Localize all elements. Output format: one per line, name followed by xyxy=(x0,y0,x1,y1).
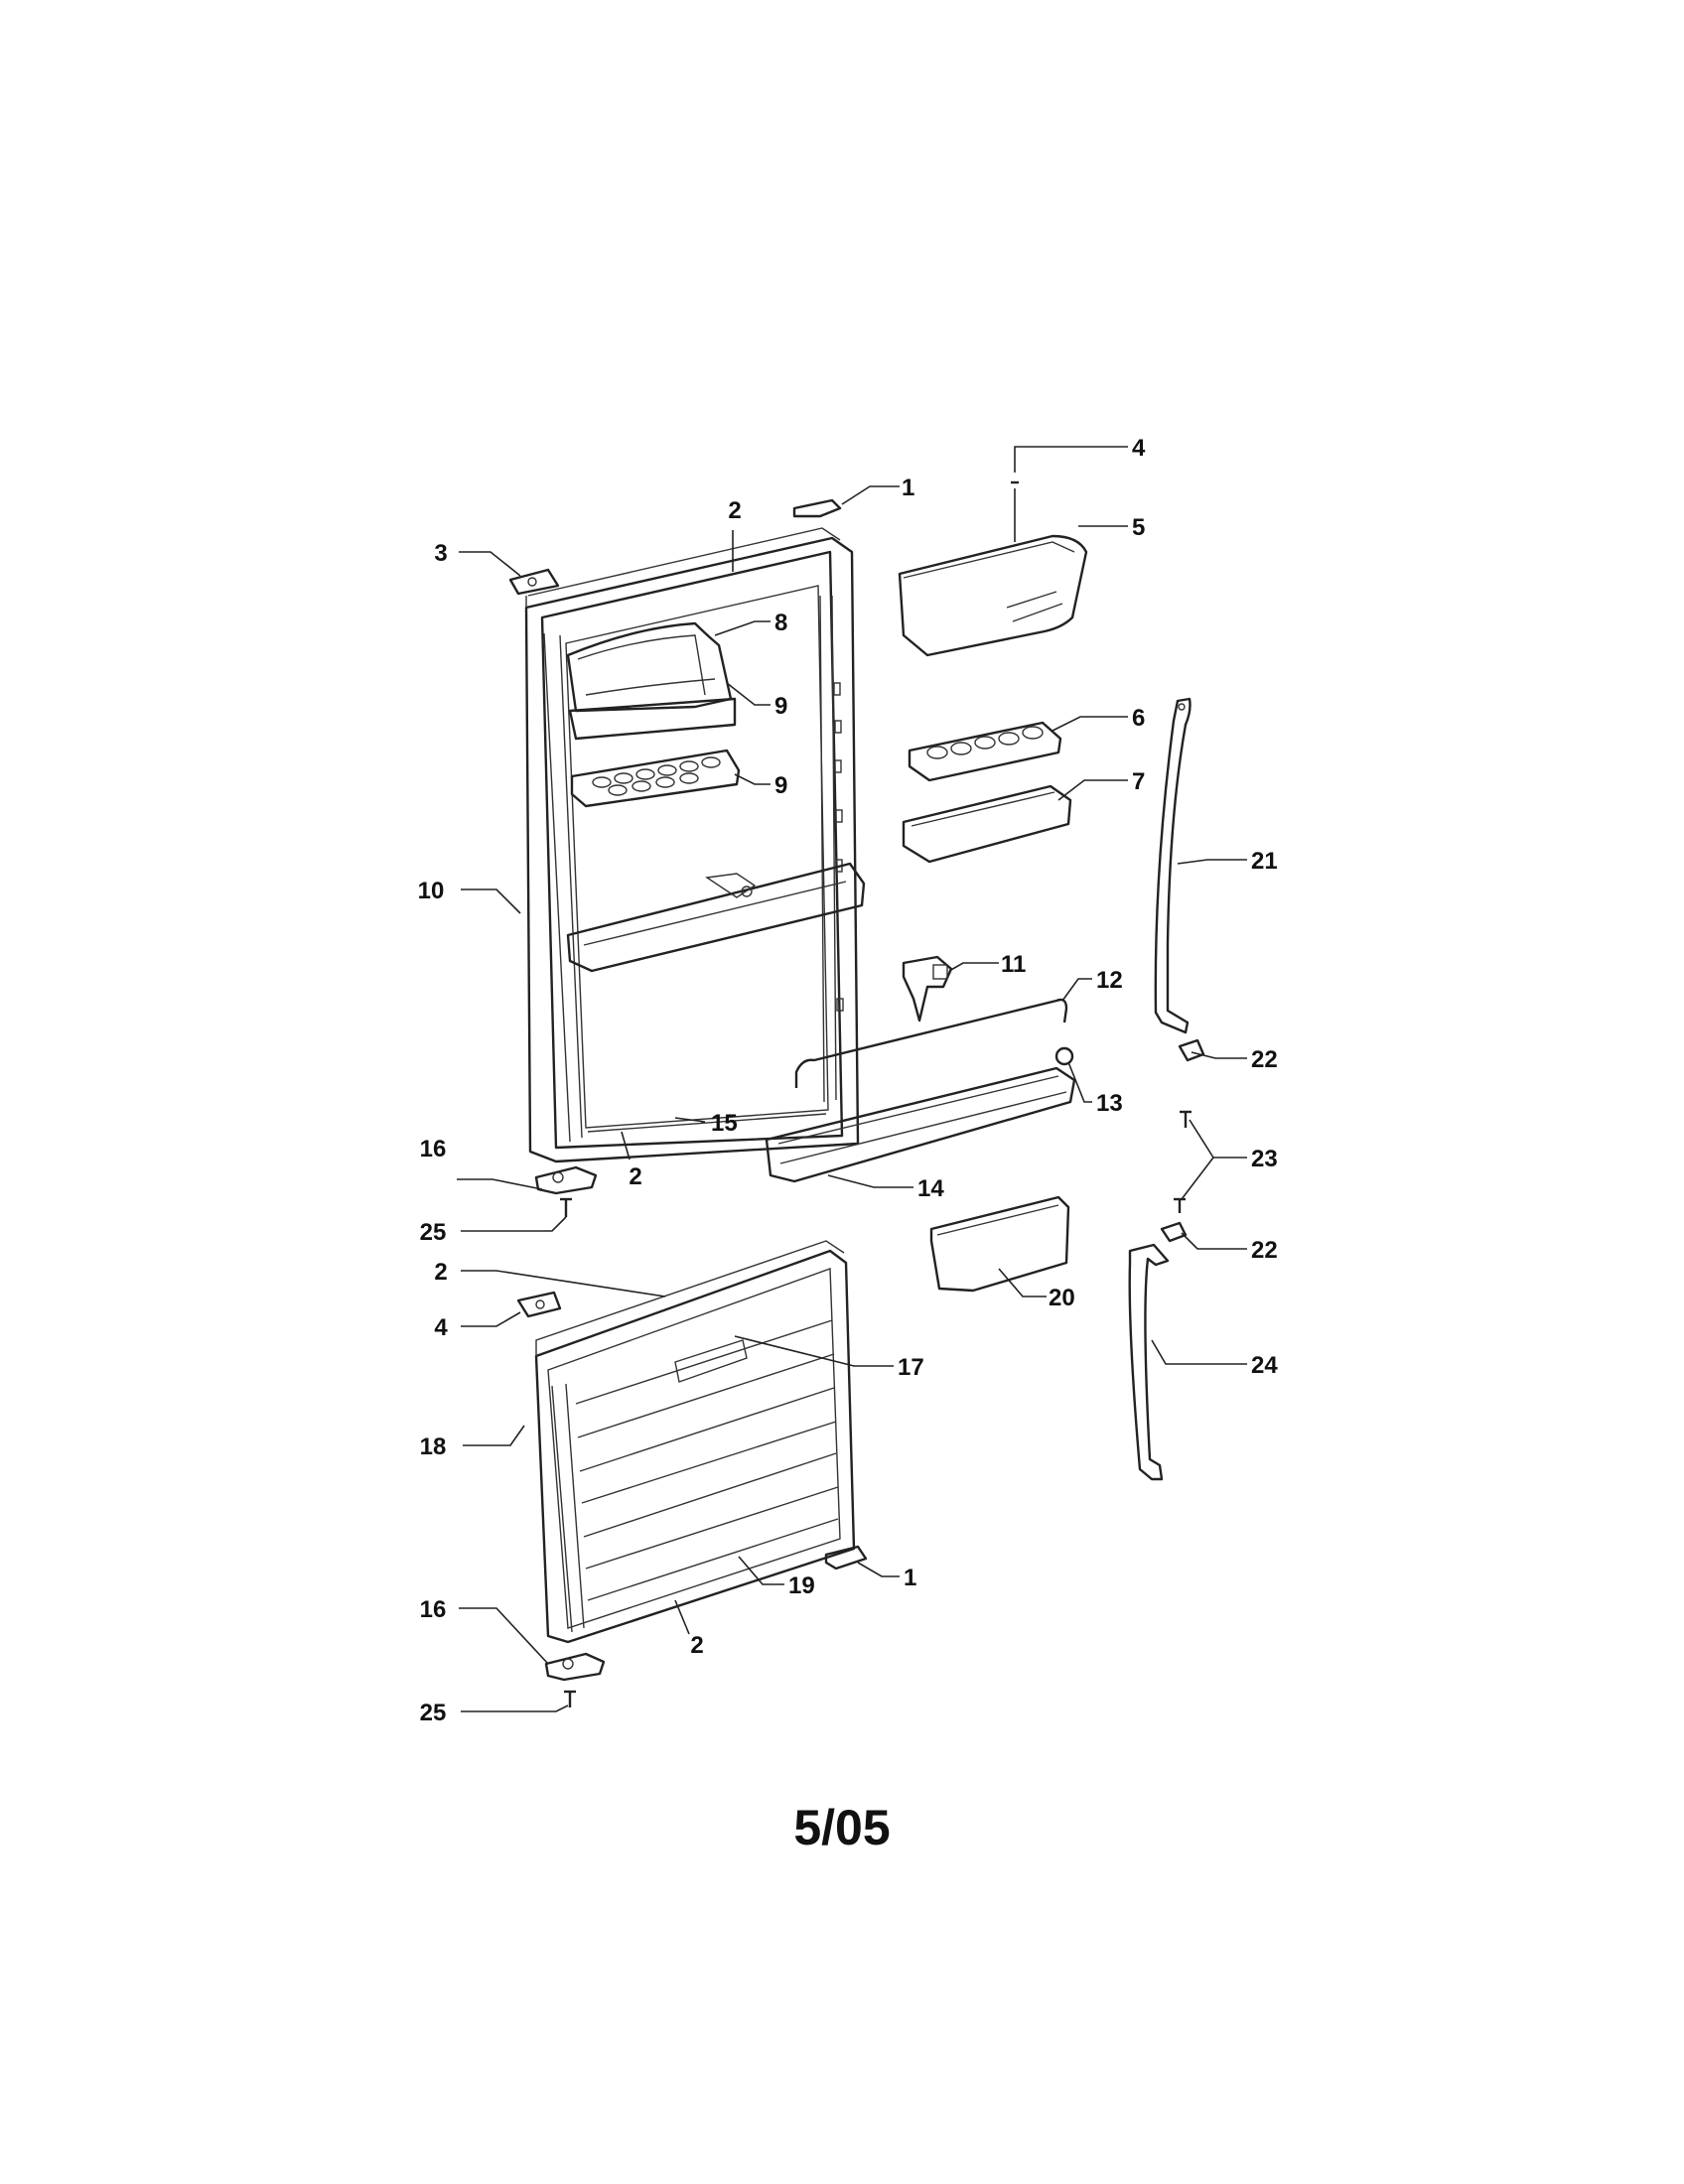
door-egg-tray xyxy=(570,749,741,808)
callout-25b: 25 xyxy=(420,1700,447,1726)
end-cap xyxy=(1054,1046,1074,1066)
handle-clip-lower xyxy=(1160,1221,1188,1243)
callout-2-freezer: 2 xyxy=(434,1259,447,1286)
callout-24: 24 xyxy=(1251,1352,1278,1379)
callout-15: 15 xyxy=(711,1110,738,1137)
bottom-hinge-lower xyxy=(544,1652,606,1682)
hinge-cap-bottom xyxy=(824,1545,868,1570)
bottle-retainer-wire xyxy=(794,998,1068,1088)
dairy-compartment-cover xyxy=(898,534,1088,657)
callout-2-mid: 2 xyxy=(629,1163,641,1190)
callout-18: 18 xyxy=(420,1433,447,1460)
freezer-door xyxy=(534,1240,856,1644)
callout-8: 8 xyxy=(774,610,787,636)
callout-7: 7 xyxy=(1132,768,1145,795)
callout-19: 19 xyxy=(788,1572,815,1599)
top-hinge-left xyxy=(508,568,560,596)
small-bin xyxy=(929,1195,1070,1293)
egg-tray xyxy=(908,721,1062,782)
callout-17: 17 xyxy=(898,1354,924,1381)
bottom-hinge-upper xyxy=(534,1165,598,1195)
callout-13: 13 xyxy=(1096,1090,1123,1117)
callout-16b: 16 xyxy=(420,1596,447,1623)
fresh-food-handle xyxy=(1154,697,1192,1034)
door-long-shelf xyxy=(566,862,866,973)
callout-9b: 9 xyxy=(774,772,787,799)
callout-1-top: 1 xyxy=(902,475,914,501)
date-code: 5/05 xyxy=(793,1800,891,1855)
callout-labels: 1 2 3 4 5 8 9 9 6 7 10 21 11 12 22 13 15… xyxy=(418,435,1279,1726)
door-stop xyxy=(902,955,953,1023)
callout-14: 14 xyxy=(917,1175,944,1202)
callout-5: 5 xyxy=(1132,514,1145,541)
shallow-tray xyxy=(902,784,1072,864)
door-dairy-compartment xyxy=(566,621,737,741)
callout-9a: 9 xyxy=(774,693,787,720)
callout-2-top: 2 xyxy=(728,497,741,524)
callout-20: 20 xyxy=(1049,1285,1075,1311)
callout-11: 11 xyxy=(1001,951,1026,978)
callout-6: 6 xyxy=(1132,705,1145,732)
callout-16a: 16 xyxy=(420,1136,447,1162)
callout-10: 10 xyxy=(418,878,445,904)
door-bin xyxy=(765,1066,1076,1183)
callout-2-bottom: 2 xyxy=(690,1632,703,1659)
callout-22b: 22 xyxy=(1251,1237,1278,1264)
handle-clip-upper xyxy=(1178,1038,1205,1062)
leader-lines xyxy=(457,446,1247,1712)
callout-23: 23 xyxy=(1251,1146,1278,1172)
freezer-handle xyxy=(1128,1243,1170,1481)
callout-22a: 22 xyxy=(1251,1046,1278,1073)
callout-25a: 25 xyxy=(420,1219,447,1246)
callout-1-bottom: 1 xyxy=(904,1565,916,1591)
hinge-cap-top xyxy=(792,498,842,518)
callout-3: 3 xyxy=(434,540,447,567)
callout-4-bottom: 4 xyxy=(434,1314,448,1341)
callout-21: 21 xyxy=(1251,848,1278,875)
callout-12: 12 xyxy=(1096,967,1123,994)
callout-4-top: 4 xyxy=(1132,435,1146,462)
freezer-top-hinge xyxy=(516,1291,562,1318)
